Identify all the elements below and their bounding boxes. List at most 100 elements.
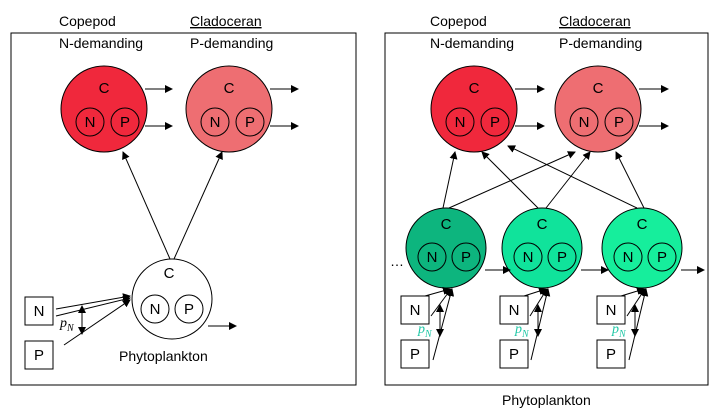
node-n-pool bbox=[569, 107, 599, 137]
node-n-label: N bbox=[85, 114, 96, 131]
nutrient-n-box bbox=[499, 295, 529, 325]
node-carbon-label: C bbox=[441, 216, 452, 233]
nutrient-n-label: N bbox=[606, 302, 617, 319]
nutrient-n-box bbox=[24, 296, 54, 326]
node-p-pool bbox=[451, 242, 481, 272]
left-zoo-output-arrows bbox=[145, 85, 299, 130]
node-p-label: P bbox=[557, 249, 567, 266]
node-p-label: P bbox=[490, 114, 500, 131]
copepod-circle bbox=[60, 65, 148, 153]
node-carbon-label: C bbox=[593, 80, 604, 97]
node-n-pool bbox=[613, 242, 643, 272]
node-p-label: P bbox=[657, 249, 667, 266]
nutrient-p-label: P bbox=[509, 346, 519, 363]
cladoceran-circle bbox=[185, 65, 273, 153]
node-carbon-label: C bbox=[469, 80, 480, 97]
right-nutrient-group-1: N P pN bbox=[400, 287, 455, 369]
nutrient-n-label: N bbox=[34, 303, 45, 320]
node-n-pool bbox=[75, 107, 105, 137]
uptake-arrows bbox=[424, 287, 455, 361]
cladoceran-circle bbox=[554, 65, 642, 153]
left-nutrient-uptake-arrows bbox=[55, 293, 131, 346]
nutrient-p-box bbox=[499, 339, 529, 369]
pn-label: pN bbox=[417, 322, 433, 340]
nutrient-p-box bbox=[596, 339, 626, 369]
node-carbon-label: C bbox=[637, 216, 648, 233]
right-cladoceran-subtitle: P-demanding bbox=[559, 35, 642, 51]
node-carbon-label: C bbox=[99, 80, 110, 97]
right-nutrient-group-3: N P pN bbox=[596, 287, 649, 369]
left-copepod-subtitle: N-demanding bbox=[59, 35, 143, 51]
node-p-pool bbox=[647, 242, 677, 272]
nutrient-p-label: P bbox=[606, 346, 616, 363]
phytoplankton-circle bbox=[131, 258, 213, 340]
node-n-label: N bbox=[623, 249, 634, 266]
uptake-arrows bbox=[523, 287, 551, 361]
copepod-circle bbox=[430, 65, 518, 153]
left-phytoplankton-label: Phytoplankton bbox=[119, 348, 208, 364]
node-n-pool bbox=[445, 107, 475, 137]
node-p-pool bbox=[110, 107, 140, 137]
node-p-label: P bbox=[245, 114, 255, 131]
node-n-label: N bbox=[210, 114, 221, 131]
right-copepod-subtitle: N-demanding bbox=[430, 35, 514, 51]
node-n-pool bbox=[200, 107, 230, 137]
left-cladoceran-node: C N P bbox=[185, 65, 273, 153]
right-copepod-node: C N P bbox=[430, 65, 518, 153]
nutrient-p-box bbox=[400, 339, 430, 369]
node-carbon-label: C bbox=[537, 216, 548, 233]
node-p-label: P bbox=[120, 114, 130, 131]
left-panel: Copepod N-demanding Cladoceran P-demandi… bbox=[10, 13, 357, 386]
nutrient-p-label: P bbox=[410, 346, 420, 363]
nutrient-p-label: P bbox=[34, 347, 44, 364]
left-grazing-arrows bbox=[122, 151, 237, 330]
node-carbon-label: C bbox=[164, 265, 175, 282]
left-panel-frame bbox=[10, 32, 357, 386]
nutrient-n-box bbox=[596, 295, 626, 325]
pn-label: pN bbox=[514, 322, 530, 340]
left-copepod-title: Copepod bbox=[59, 13, 116, 29]
node-n-label: N bbox=[523, 249, 534, 266]
right-phytoplankton-label: Phytoplankton bbox=[502, 392, 591, 408]
right-panel-frame bbox=[384, 32, 709, 386]
node-p-pool bbox=[547, 242, 577, 272]
right-panel: Copepod N-demanding Cladoceran P-demandi… bbox=[384, 13, 709, 408]
uptake-arrows bbox=[620, 287, 649, 361]
left-cladoceran-title: Cladoceran bbox=[190, 13, 262, 29]
node-n-pool bbox=[417, 242, 447, 272]
left-phytoplankton-node: C N P bbox=[131, 258, 213, 340]
node-n-label: N bbox=[150, 301, 161, 318]
right-nutrient-group-2: N P pN bbox=[499, 287, 551, 369]
node-n-label: N bbox=[579, 114, 590, 131]
right-phyto-node-1: C N P bbox=[405, 207, 487, 289]
right-grazing-arrows bbox=[442, 145, 645, 209]
right-cladoceran-node: C N P bbox=[554, 65, 642, 153]
right-phyto-node-2: C N P bbox=[501, 207, 583, 289]
node-p-pool bbox=[235, 107, 265, 137]
node-p-label: P bbox=[184, 301, 194, 318]
left-copepod-node: C N P bbox=[60, 65, 148, 153]
node-n-pool bbox=[140, 294, 170, 324]
nutrient-n-box bbox=[400, 295, 430, 325]
node-n-label: N bbox=[427, 249, 438, 266]
left-pn-label: pN bbox=[59, 316, 75, 334]
node-carbon-label: C bbox=[224, 80, 235, 97]
node-p-pool bbox=[174, 294, 204, 324]
node-n-pool bbox=[513, 242, 543, 272]
right-phyto-node-3: C N P bbox=[601, 207, 683, 289]
node-p-pool bbox=[604, 107, 634, 137]
right-zoo-output-arrows bbox=[515, 85, 669, 130]
pn-label: pN bbox=[611, 322, 627, 340]
nutrient-n-label: N bbox=[509, 302, 520, 319]
nutrient-p-box bbox=[24, 340, 54, 370]
node-p-pool bbox=[480, 107, 510, 137]
right-copepod-title: Copepod bbox=[430, 13, 487, 29]
right-cladoceran-title: Cladoceran bbox=[559, 13, 631, 29]
left-cladoceran-subtitle: P-demanding bbox=[190, 35, 273, 51]
right-ellipsis: … bbox=[390, 253, 404, 269]
nutrient-n-label: N bbox=[410, 302, 421, 319]
node-p-label: P bbox=[461, 249, 471, 266]
node-n-label: N bbox=[455, 114, 466, 131]
node-p-label: P bbox=[614, 114, 624, 131]
